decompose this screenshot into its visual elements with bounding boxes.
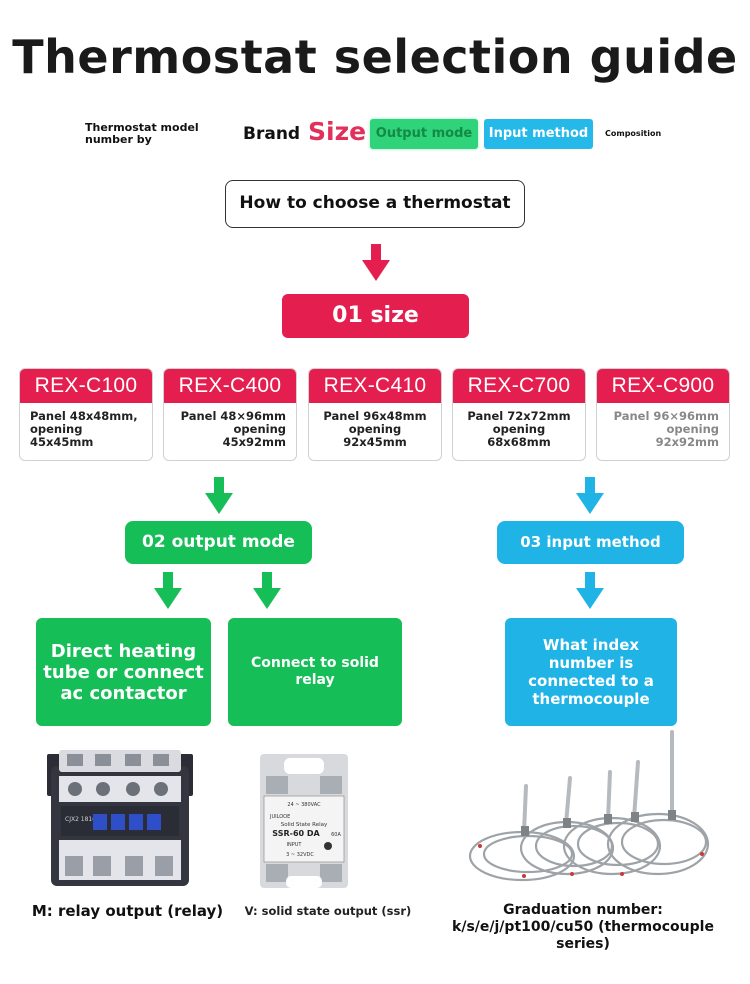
legend-brand: Brand [243, 124, 301, 144]
model-opening: 68x68mm [487, 435, 551, 449]
step-output-mode-pill: 02 output mode [125, 521, 312, 564]
ssr-title-label: Solid State Relay [281, 822, 328, 828]
option-ssr-text: Connect to solid relay [251, 655, 379, 688]
model-card-rex-c410: REX-C410 Panel 96x48mm opening 92x45mm [308, 368, 442, 461]
relay-contactor-image: CJX2 1810 [47, 750, 193, 886]
solid-state-relay-image: 24 ~ 380VAC JUILOOE Solid State Relay SS… [260, 754, 348, 888]
option-thermocouple-text: What index number is connected to a ther… [528, 636, 654, 708]
ssr-amp-label: 60A [331, 832, 341, 838]
arrow-down-icon [253, 572, 281, 609]
model-card-rex-c900: REX-C900 Panel 96×96mm opening 92x92mm [596, 368, 730, 461]
legend-model-number: Thermostat model number by [85, 121, 199, 146]
model-opening-label: opening [233, 422, 286, 436]
option-relay-text: Direct heating tube or connect ac contac… [43, 640, 204, 704]
ssr-ac-label: 24 ~ 380VAC [287, 802, 321, 808]
how-to-choose-box: How to choose a thermostat [225, 180, 525, 228]
page-title: Thermostat selection guide [12, 30, 738, 84]
arrow-down-icon [362, 244, 390, 281]
model-panel: Panel 72x72mm [467, 409, 571, 423]
model-name: REX-C400 [164, 369, 296, 403]
thermocouple-probes-image [468, 730, 710, 882]
model-panel: Panel 96x48mm [323, 409, 427, 423]
model-opening: 45x45mm [30, 435, 94, 449]
model-opening-label: opening [666, 422, 719, 436]
model-name: REX-C700 [453, 369, 585, 403]
model-opening: 45x92mm [222, 435, 286, 449]
arrow-down-icon [576, 477, 604, 514]
arrow-down-icon [154, 572, 182, 609]
model-name: REX-C900 [597, 369, 729, 403]
model-name: REX-C100 [20, 369, 152, 403]
model-opening-label: opening [492, 422, 546, 436]
option-ssr-box: Connect to solid relay [228, 618, 402, 726]
model-opening: 92x92mm [655, 435, 719, 449]
step-size-pill: 01 size [282, 294, 469, 338]
model-name: REX-C410 [309, 369, 441, 403]
legend-input-method: Input method [484, 119, 593, 149]
step-input-method-pill: 03 input method [497, 521, 684, 564]
caption-relay-output: M: relay output (relay) [31, 902, 224, 920]
model-opening-label: opening [348, 422, 402, 436]
legend-output-mode: Output mode [370, 119, 478, 149]
legend-size: Size [308, 117, 367, 146]
model-card-rex-c400: REX-C400 Panel 48×96mm opening 45x92mm [163, 368, 297, 461]
ssr-dc-label: 3 ~ 32VDC [286, 852, 314, 858]
model-panel: Panel 96×96mm [613, 409, 719, 423]
model-card-rex-c100: REX-C100 Panel 48x48mm, opening 45x45mm [19, 368, 153, 461]
relay-face-label: CJX2 1810 [65, 816, 96, 823]
ssr-model-label: SSR-60 DA [272, 829, 320, 838]
option-thermocouple-box: What index number is connected to a ther… [505, 618, 677, 726]
caption-ssr-output: V: solid state output (ssr) [244, 904, 412, 918]
model-card-rex-c700: REX-C700 Panel 72x72mm opening 68x68mm [452, 368, 586, 461]
arrow-down-icon [576, 572, 604, 609]
model-panel: Panel 48x48mm, [30, 409, 138, 423]
option-relay-box: Direct heating tube or connect ac contac… [36, 618, 211, 726]
arrow-down-icon [205, 477, 233, 514]
model-opening: 92x45mm [343, 435, 407, 449]
ssr-brand-label: JUILOOE [269, 814, 290, 820]
model-opening-label: opening [30, 422, 83, 436]
caption-thermocouple: Graduation number: k/s/e/j/pt100/cu50 (t… [452, 902, 714, 952]
ssr-input-label: INPUT [287, 842, 303, 848]
model-panel: Panel 48×96mm [180, 409, 286, 423]
legend-composition: Composition [605, 129, 662, 138]
